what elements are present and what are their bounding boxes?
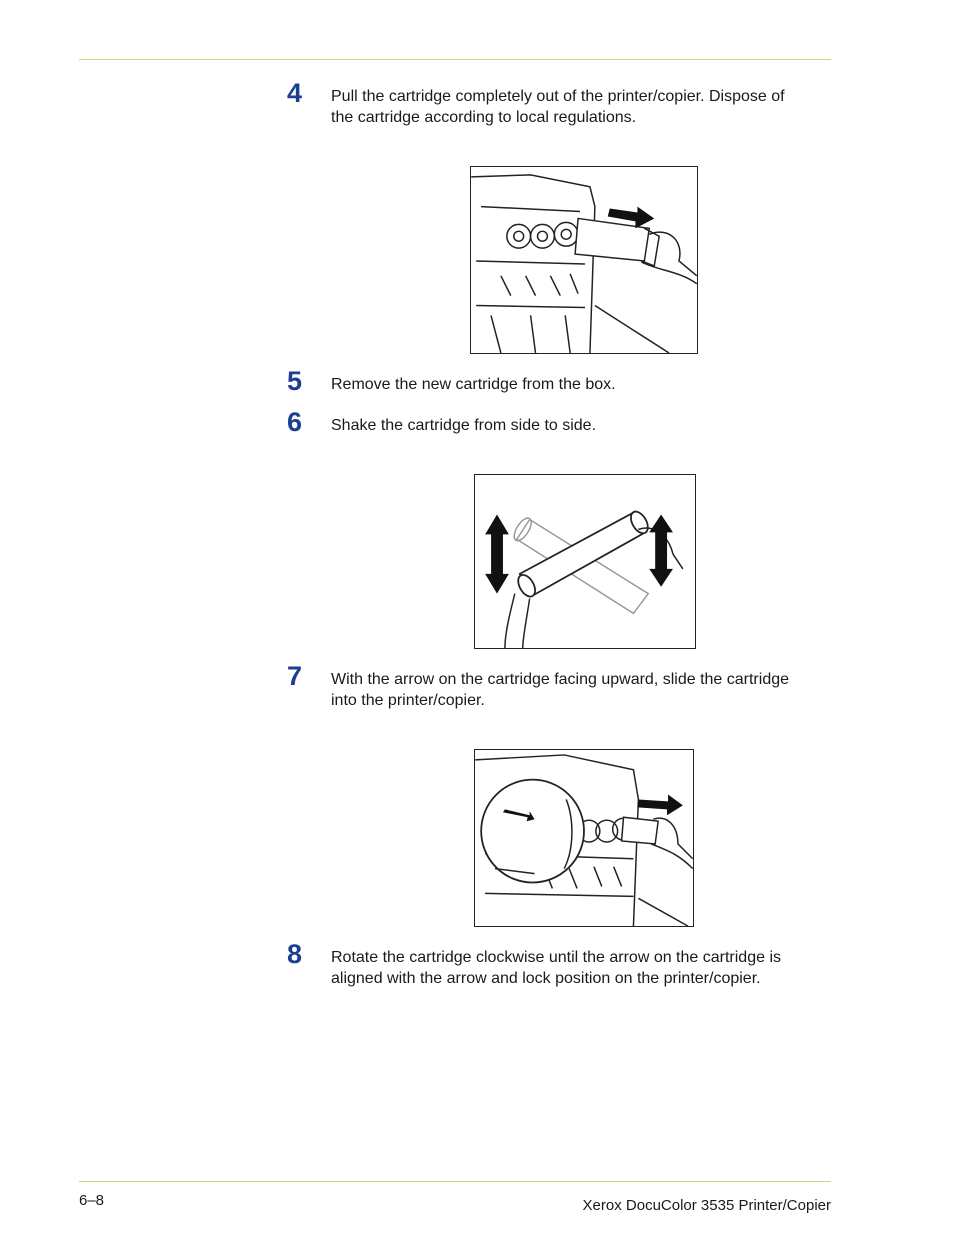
step-number-8: 8 [287,939,303,969]
step-7-line-2: into the printer/copier. [331,692,485,709]
shake-cartridge-drawing [485,510,684,648]
step-8-line-2: aligned with the arrow and lock position… [331,970,761,987]
inset-arrow-icon [502,809,535,822]
insert-cartridge-drawing [475,754,693,926]
step-6-line-1: Shake the cartridge from side to side. [331,417,597,434]
step-5-text: Remove the new cartridge from the box. [331,374,831,395]
step-4-line-1: Pull the cartridge completely out of the… [331,88,785,105]
page-number: 6–8 [79,1192,105,1209]
step-number-6: 6 [287,407,303,437]
header-rule [79,59,831,60]
step-number-7: 7 [287,661,303,691]
remove-cartridge-drawing [471,174,697,353]
magnified-inset [480,778,585,884]
insert-arrow-icon [637,794,683,816]
illustration-insert-cartridge [474,749,694,927]
step-4-text: Pull the cartridge completely out of the… [331,86,831,128]
step-6-text: Shake the cartridge from side to side. [331,415,831,436]
illustration-remove-cartridge [470,166,698,354]
illustration-shake-cartridge [474,474,696,649]
product-name: Xerox DocuColor 3535 Printer/Copier [582,1197,831,1214]
footer-rule [79,1181,831,1182]
step-7-line-1: With the arrow on the cartridge facing u… [331,671,790,688]
step-7-text: With the arrow on the cartridge facing u… [331,669,831,711]
step-8-text: Rotate the cartridge clockwise until the… [331,947,831,989]
step-5-line-1: Remove the new cartridge from the box. [331,376,616,393]
step-8-line-1: Rotate the cartridge clockwise until the… [331,949,781,966]
step-4-line-2: the cartridge according to local regulat… [331,109,637,126]
step-number-4: 4 [287,78,303,108]
step-number-5: 5 [287,366,303,396]
